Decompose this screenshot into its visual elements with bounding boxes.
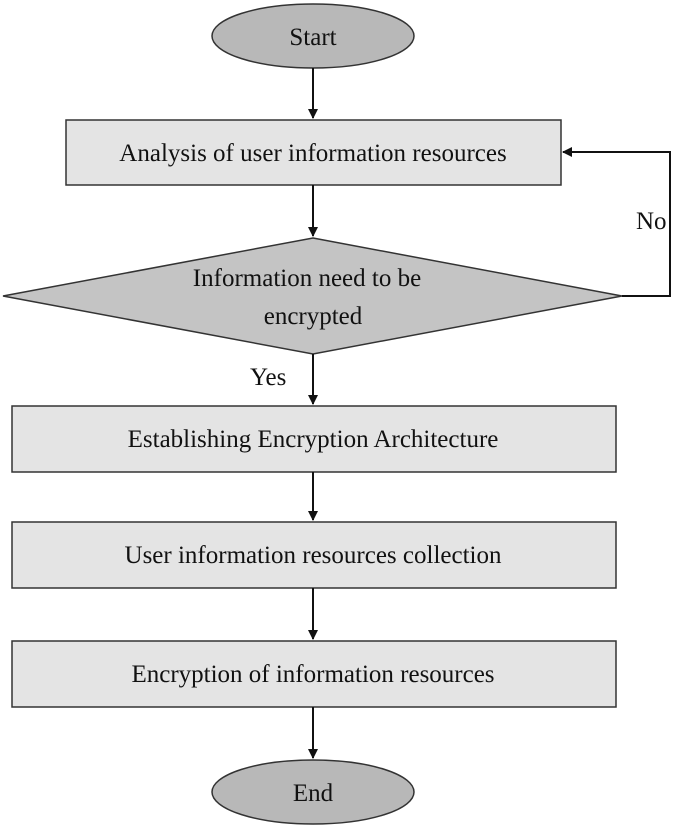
collection-node: User information resources collection: [11, 521, 617, 589]
end-node: End: [211, 759, 415, 825]
decision-label-line1: Information need to be: [193, 265, 421, 292]
decision-label-line2: encrypted: [264, 303, 363, 330]
end-label: End: [293, 780, 334, 807]
yes-label: Yes: [250, 364, 286, 391]
collection-label: User information resources collection: [125, 542, 502, 569]
start-label: Start: [289, 24, 336, 51]
architecture-node: Establishing Encryption Architecture: [11, 405, 617, 473]
start-node: Start: [211, 3, 415, 69]
edge-no-loop: [562, 147, 671, 297]
encryption-node: Encryption of information resources: [11, 640, 617, 708]
no-label: No: [636, 208, 667, 235]
architecture-label: Establishing Encryption Architecture: [128, 426, 499, 453]
decision-node: Information need to be encrypted: [2, 237, 623, 355]
analysis-node: Analysis of user information resources: [65, 119, 562, 186]
encryption-label: Encryption of information resources: [131, 661, 494, 688]
analysis-label: Analysis of user information resources: [119, 140, 506, 167]
